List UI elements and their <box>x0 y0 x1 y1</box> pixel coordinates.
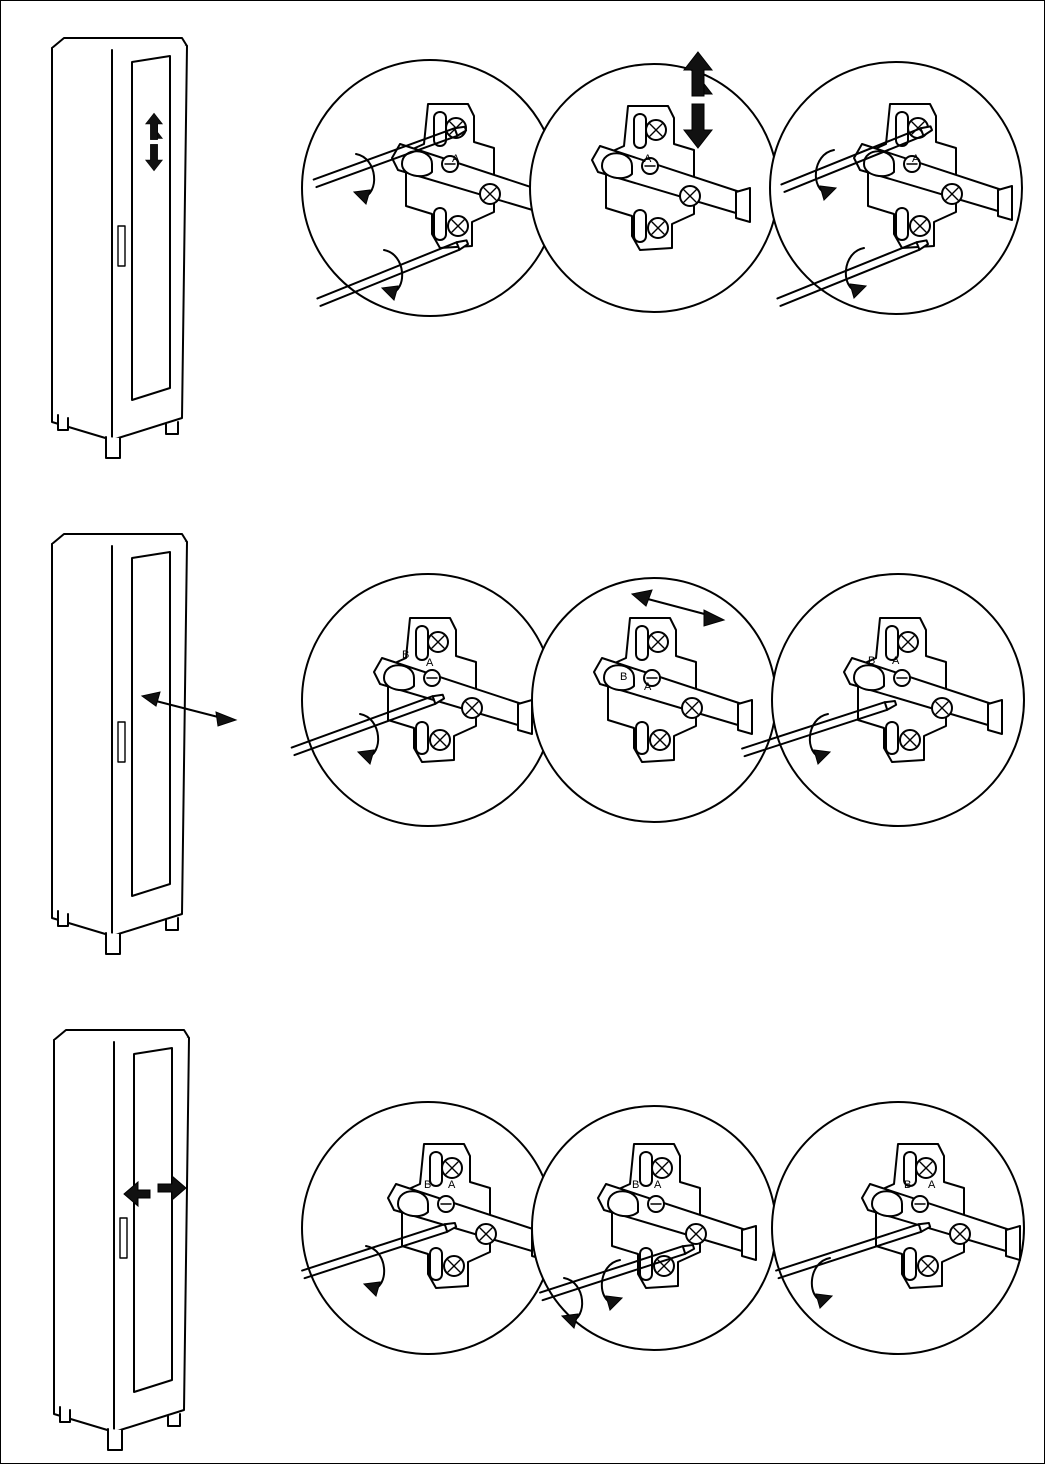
hinge-label-a: A <box>452 153 460 165</box>
detail-circle-3-3: B A <box>772 1102 1024 1354</box>
step-1: A A A <box>52 38 1022 458</box>
hinge-label-a: A <box>644 153 652 165</box>
detail-circle-2-1: B A <box>292 574 554 826</box>
hinge-label-b: B <box>424 1179 431 1191</box>
hinge-label-a: A <box>448 1179 456 1191</box>
hinge-label-a: A <box>654 1179 662 1191</box>
detail-circle-2-3: B A <box>742 574 1024 826</box>
hinge-label-a: A <box>928 1179 936 1191</box>
hinge-label-a: A <box>644 681 652 693</box>
detail-circle-3-2: B A <box>532 1106 776 1350</box>
cabinet-illustration-3 <box>54 1030 189 1450</box>
step-3: B A B A B A <box>54 1030 1024 1450</box>
hinge-label-b: B <box>620 671 627 683</box>
detail-circle-3-1: B A <box>302 1102 554 1354</box>
hinge-label-b: B <box>632 1179 639 1191</box>
hinge-label-b: B <box>904 1179 911 1191</box>
step-2: B A B A B A <box>52 534 1024 954</box>
hinge-label-a: A <box>426 657 434 669</box>
hinge-label-a: A <box>912 153 920 165</box>
cabinet-illustration-2 <box>52 534 187 954</box>
detail-circle-1-2: A <box>530 52 778 312</box>
hinge-label-b: B <box>868 655 875 667</box>
detail-circle-1-1: A <box>302 60 558 316</box>
detail-circle-2-2: B A <box>532 578 776 822</box>
cabinet-illustration-1 <box>52 38 187 458</box>
hinge-label-a: A <box>892 655 900 667</box>
hinge-label-b: B <box>402 649 409 661</box>
detail-circle-1-3: A <box>770 62 1022 314</box>
